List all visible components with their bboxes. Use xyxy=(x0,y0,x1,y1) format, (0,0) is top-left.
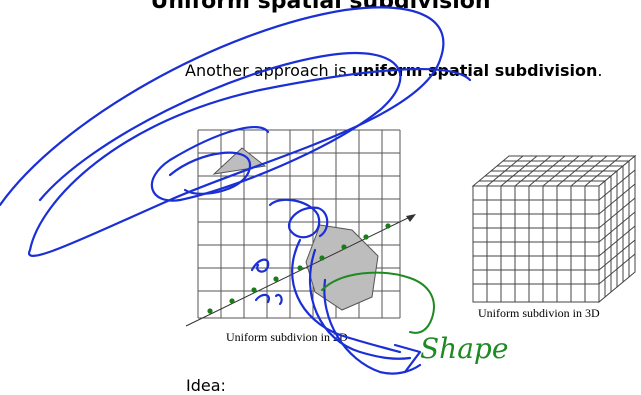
blue-ink-spiral-mid xyxy=(38,51,402,202)
ray-line xyxy=(185,215,413,327)
cube-side-face xyxy=(598,154,636,304)
green-ink-strokes xyxy=(321,271,435,334)
ray-grid-crossings xyxy=(207,223,391,314)
blue-ink-arrow-2 xyxy=(308,248,412,360)
grid-3d-caption: Uniform subdivion in 3D xyxy=(478,306,600,320)
blue-ink-arrowhead xyxy=(393,343,422,374)
blue-ink-spiral-outer xyxy=(0,6,472,257)
green-ink-arc xyxy=(321,271,435,334)
intro-sentence: Another approach is uniform spatial subd… xyxy=(185,61,602,80)
blue-ink-scribble-low xyxy=(254,293,283,306)
handwritten-shape-word: Shape xyxy=(420,332,508,365)
intro-bold-term: uniform spatial subdivision xyxy=(351,61,598,80)
cube-front-face xyxy=(472,185,600,303)
blue-ink-strokes xyxy=(0,6,472,375)
blue-ink-scribble-left xyxy=(250,258,270,273)
cube-top-face xyxy=(471,155,637,187)
blue-ink-loop-2 xyxy=(268,198,329,239)
blue-ink-arrow-1 xyxy=(291,238,402,354)
idea-label: Idea: xyxy=(186,376,226,395)
intro-suffix: . xyxy=(597,61,603,80)
grid-2d-caption: Uniform subdivion in 2D xyxy=(226,330,348,344)
ray-arrowhead xyxy=(406,214,416,222)
blue-ink-loop-1 xyxy=(168,151,252,195)
cube-front-grid xyxy=(473,186,599,302)
blue-ink-arrow-3 xyxy=(323,278,422,375)
